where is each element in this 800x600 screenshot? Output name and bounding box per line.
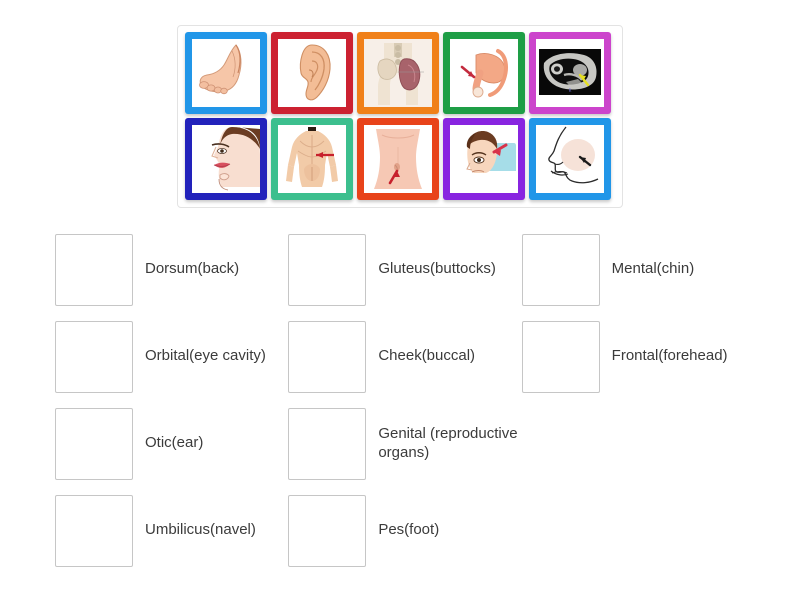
dropzone-umbilicus[interactable] bbox=[55, 494, 133, 567]
dropzone-dorsum[interactable] bbox=[55, 233, 133, 306]
answer-label-pes: Pes(foot) bbox=[378, 521, 440, 539]
answer-item-pes: Pes(foot) bbox=[288, 487, 521, 574]
orbital-scan-icon: R bbox=[536, 39, 604, 107]
tile-row-1: R bbox=[185, 32, 615, 114]
answer-item-umbilicus: Umbilicus(navel) bbox=[55, 487, 288, 574]
dropzone-gluteus[interactable] bbox=[288, 233, 367, 306]
dropzone-otic[interactable] bbox=[55, 407, 133, 480]
tile-cheek[interactable] bbox=[529, 118, 611, 200]
answer-item-mental: Mental(chin) bbox=[521, 226, 755, 313]
answer-label-orbital: Orbital(eye cavity) bbox=[145, 347, 266, 365]
tile-cheek-inner bbox=[536, 125, 604, 193]
dropzone-genital[interactable] bbox=[288, 407, 367, 480]
tile-frontal-inner bbox=[450, 125, 518, 193]
answer-label-cheek: Cheek(buccal) bbox=[378, 347, 476, 365]
answer-label-umbilicus: Umbilicus(navel) bbox=[145, 521, 256, 539]
tile-gluteus-inner bbox=[364, 39, 432, 107]
answer-label-mental: Mental(chin) bbox=[611, 260, 695, 278]
answer-item-cheek: Cheek(buccal) bbox=[288, 313, 521, 400]
foot-icon bbox=[199, 44, 242, 95]
tile-ear[interactable] bbox=[271, 32, 353, 114]
tile-gluteus[interactable] bbox=[357, 32, 439, 114]
answer-row-4: Umbilicus(navel) Pes(foot) bbox=[55, 487, 755, 574]
tile-umbilicus-inner bbox=[364, 125, 432, 193]
answer-item-gluteus: Gluteus(buttocks) bbox=[288, 226, 521, 313]
answer-item-frontal: Frontal(forehead) bbox=[521, 313, 755, 400]
navel-icon bbox=[364, 125, 432, 193]
tile-foot[interactable] bbox=[185, 32, 267, 114]
gluteus-icon bbox=[364, 39, 432, 107]
tile-mental[interactable] bbox=[185, 118, 267, 200]
tile-genital[interactable] bbox=[443, 32, 525, 114]
answer-label-gluteus: Gluteus(buttocks) bbox=[378, 260, 496, 278]
ear-icon bbox=[299, 44, 331, 101]
svg-text:R: R bbox=[569, 88, 572, 93]
answer-row-1: Dorsum(back) Gluteus(buttocks) Mental(ch… bbox=[55, 226, 755, 313]
answer-label-genital: Genital (reproductive organs) bbox=[378, 425, 518, 461]
back-icon bbox=[278, 125, 346, 193]
answer-row-3: Otic(ear) Genital (reproductive organs) bbox=[55, 400, 755, 487]
answer-grid: Dorsum(back) Gluteus(buttocks) Mental(ch… bbox=[55, 226, 755, 574]
tile-orbital[interactable]: R bbox=[529, 32, 611, 114]
tile-dorsum-inner bbox=[278, 125, 346, 193]
forehead-icon bbox=[450, 125, 518, 193]
answer-item-orbital: Orbital(eye cavity) bbox=[55, 313, 288, 400]
dropzone-cheek[interactable] bbox=[288, 320, 367, 393]
answer-item-dorsum: Dorsum(back) bbox=[55, 226, 288, 313]
answer-item-genital: Genital (reproductive organs) bbox=[288, 400, 521, 487]
dropzone-orbital[interactable] bbox=[55, 320, 133, 393]
tile-dorsum[interactable] bbox=[271, 118, 353, 200]
dropzone-mental[interactable] bbox=[521, 233, 600, 306]
cheek-icon bbox=[536, 125, 604, 193]
tile-ear-inner bbox=[278, 39, 346, 107]
tile-tray-panel: R bbox=[177, 25, 623, 208]
tile-umbilicus[interactable] bbox=[357, 118, 439, 200]
tile-orbital-inner: R bbox=[536, 39, 604, 107]
chin-icon bbox=[192, 125, 260, 193]
dropzone-pes[interactable] bbox=[288, 494, 367, 567]
answer-label-frontal: Frontal(forehead) bbox=[611, 347, 728, 365]
tile-genital-inner bbox=[450, 39, 518, 107]
tile-row-2 bbox=[185, 118, 615, 200]
genital-icon bbox=[460, 49, 508, 98]
tile-foot-inner bbox=[192, 39, 260, 107]
answer-item-otic: Otic(ear) bbox=[55, 400, 288, 487]
dropzone-frontal[interactable] bbox=[521, 320, 600, 393]
tile-frontal[interactable] bbox=[443, 118, 525, 200]
tile-mental-inner bbox=[192, 125, 260, 193]
answer-label-dorsum: Dorsum(back) bbox=[145, 260, 240, 278]
answer-label-otic: Otic(ear) bbox=[145, 434, 204, 452]
answer-row-2: Orbital(eye cavity) Cheek(buccal) Fronta… bbox=[55, 313, 755, 400]
